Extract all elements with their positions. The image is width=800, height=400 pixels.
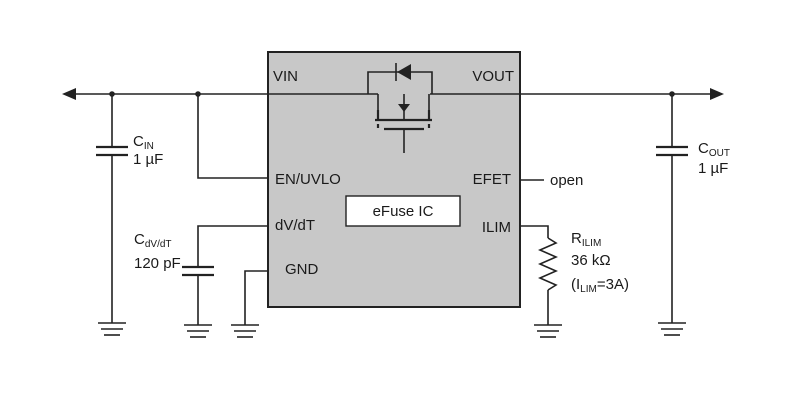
pin-en-uvlo-label: EN/UVLO <box>275 171 341 188</box>
ground-icon <box>184 324 212 338</box>
rilim-label: RILIM <box>571 230 601 249</box>
ground-icon <box>658 322 686 336</box>
ground-icon <box>534 324 562 338</box>
pin-efet-label: EFET <box>473 171 511 188</box>
pin-gnd-label: GND <box>285 261 319 278</box>
vin-rail <box>62 88 268 100</box>
mosfet-icon <box>268 63 520 153</box>
pin-vin-label: VIN <box>273 68 298 85</box>
vin-arrow-icon <box>62 88 76 100</box>
pin-vout-label: VOUT <box>472 68 514 85</box>
cdvdt-capacitor <box>182 225 268 325</box>
cout-capacitor <box>656 94 688 323</box>
rilim-value: 36 kΩ <box>571 252 611 269</box>
en-uvlo-wire <box>197 94 268 179</box>
pin-ilim-label: ILIM <box>482 219 511 236</box>
rilim-note: (ILIM=3A) <box>571 276 629 295</box>
efet-open-label: open <box>550 172 583 189</box>
pin-dvdt-label: dV/dT <box>275 217 315 234</box>
cin-label: CIN <box>133 133 154 152</box>
cout-label: COUT <box>698 140 730 159</box>
ic-title-box <box>345 195 461 227</box>
body-arrow-icon <box>398 104 410 112</box>
cout-value: 1 µF <box>698 160 728 177</box>
cdvdt-label: CdV/dT <box>134 231 172 250</box>
cin-value: 1 µF <box>133 151 163 168</box>
cdvdt-value: 120 pF <box>134 255 181 272</box>
vout-arrow-icon <box>710 88 724 100</box>
diode-icon <box>397 64 411 80</box>
rilim-resistor <box>520 225 558 325</box>
ground-icon <box>98 322 126 336</box>
cin-capacitor <box>96 94 128 323</box>
gnd-pin-wire <box>231 270 268 338</box>
ic-title: eFuse IC <box>373 203 434 220</box>
vout-rail <box>520 88 724 100</box>
